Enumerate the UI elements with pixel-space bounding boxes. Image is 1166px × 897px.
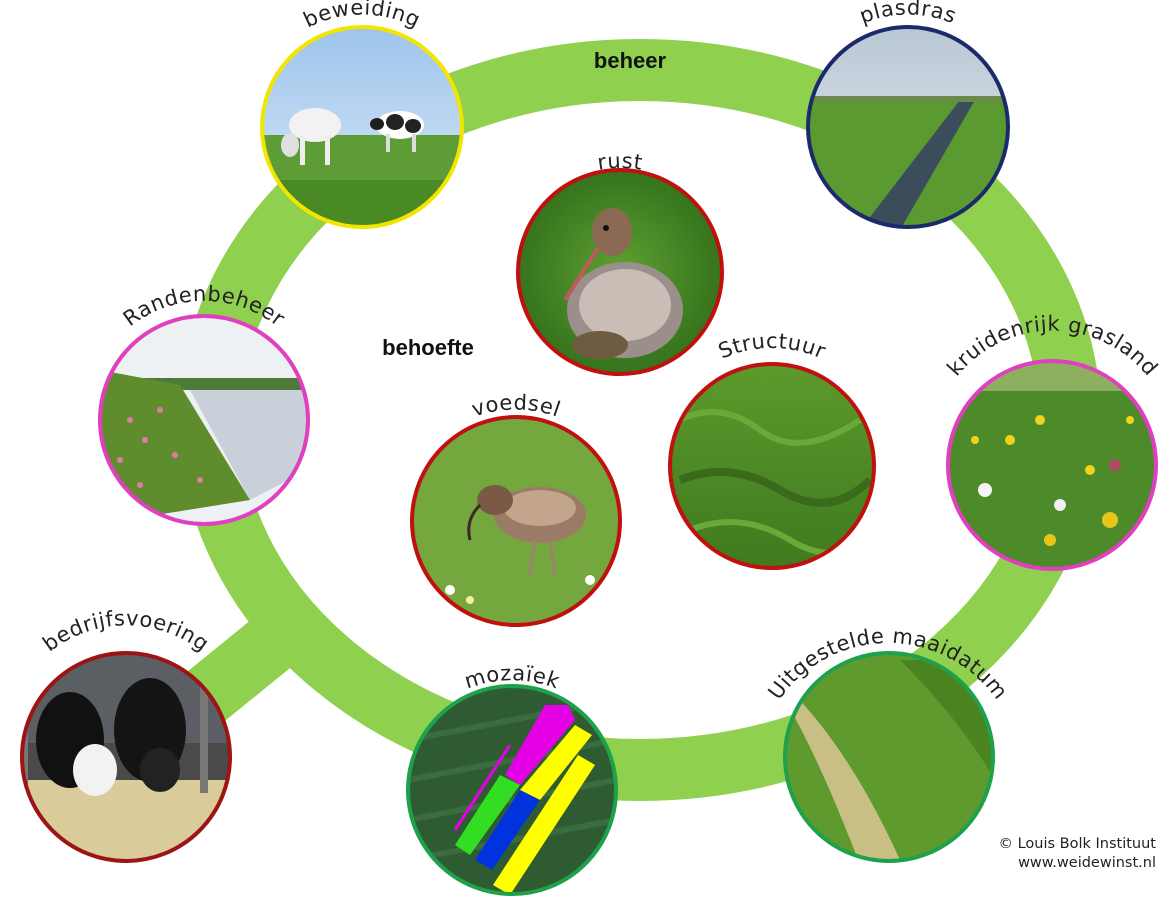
voedsel-frame xyxy=(410,415,622,627)
mozaiek-frame xyxy=(406,684,618,896)
node-bedrijfsvoering: bedrijfsvoering xyxy=(20,606,232,863)
plasdras-label: plasdras xyxy=(856,0,960,28)
beheer-title: beheer xyxy=(594,48,667,73)
voedsel-photo xyxy=(412,417,620,625)
node-voedsel: voedsel xyxy=(410,390,622,627)
structuur-frame xyxy=(668,362,876,570)
plasdras-photo xyxy=(808,27,1008,227)
beweiding-frame xyxy=(260,25,464,229)
structuur-label: Structuur xyxy=(715,329,829,363)
structuur-photo xyxy=(670,364,874,568)
bedrijfsvoering-frame xyxy=(20,651,232,863)
node-randenbeheer: Randenbeheer xyxy=(98,282,310,526)
rust-label: rust xyxy=(596,149,644,175)
kruidenrijk-frame xyxy=(946,359,1158,571)
node-plasdras: plasdras xyxy=(806,0,1010,229)
randenbeheer-frame xyxy=(98,314,310,526)
plasdras-frame xyxy=(806,25,1010,229)
credit: © Louis Bolk Instituut www.weidewinst.nl xyxy=(998,835,1156,873)
bedrijfsvoering-label: bedrijfsvoering xyxy=(38,606,213,656)
randenbeheer-photo xyxy=(100,316,308,524)
node-structuur: Structuur xyxy=(668,329,876,570)
node-rust: rust xyxy=(516,149,724,376)
node-beweiding: beweiding xyxy=(260,0,464,229)
maaidatum-frame xyxy=(783,651,995,863)
credit-copyright: © Louis Bolk Instituut xyxy=(998,836,1156,853)
rust-frame xyxy=(516,168,724,376)
rust-photo xyxy=(518,170,722,374)
node-mozaiek: mozaïek xyxy=(406,661,618,896)
node-kruidenrijk-grasland: kruidenrijk grasland xyxy=(942,312,1162,571)
credit-website: www.weidewinst.nl xyxy=(1018,855,1156,872)
behoefte-title: behoefte xyxy=(382,335,474,360)
mozaiek-photo xyxy=(408,686,616,894)
